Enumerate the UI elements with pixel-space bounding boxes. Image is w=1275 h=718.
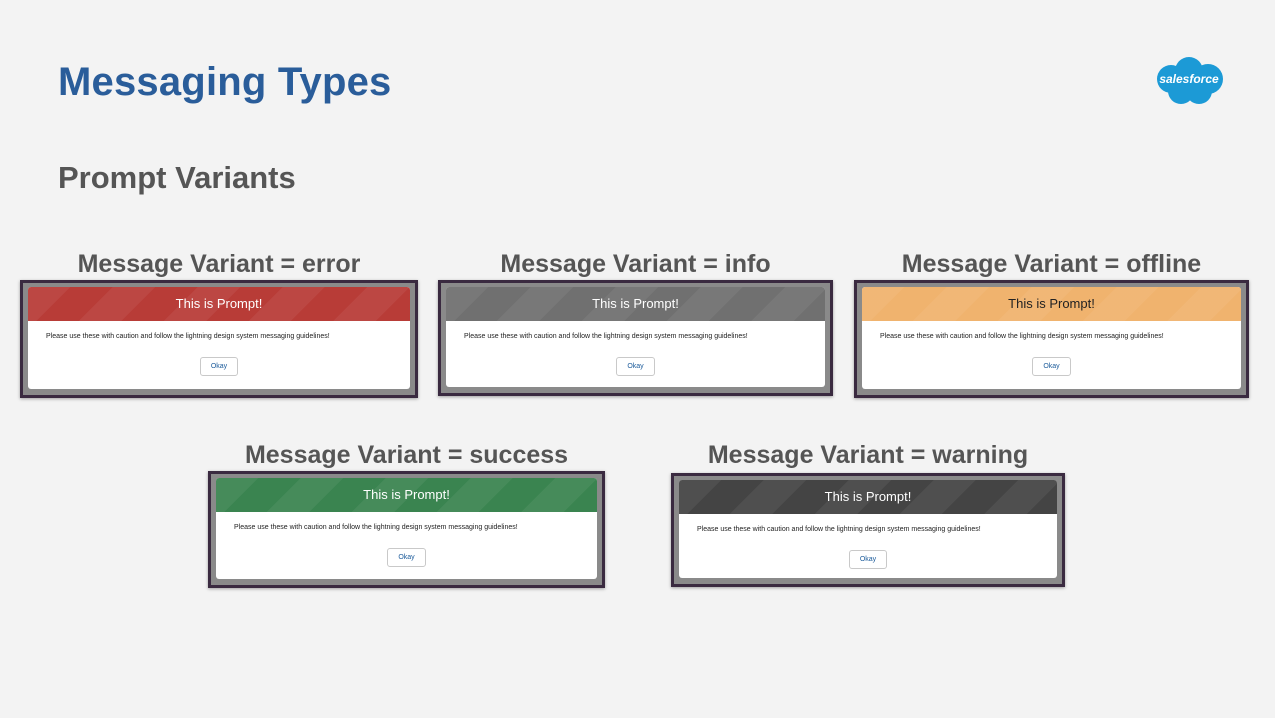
okay-button[interactable]: Okay	[1032, 357, 1071, 376]
variant-error: Message Variant = error This is Prompt! …	[20, 250, 418, 400]
variant-warning: Message Variant = warning This is Prompt…	[671, 441, 1065, 591]
variant-success: Message Variant = success This is Prompt…	[208, 441, 605, 591]
prompt-footer: Okay	[216, 546, 597, 567]
prompt-footer: Okay	[28, 355, 410, 376]
okay-button[interactable]: Okay	[199, 357, 239, 376]
prompt-frame: This is Prompt! Please use these with ca…	[20, 280, 418, 398]
prompt-body: Please use these with caution and follow…	[46, 333, 330, 340]
variant-title: Message Variant = success	[244, 441, 569, 469]
prompt-frame: This is Prompt! Please use these with ca…	[671, 473, 1065, 587]
prompt-footer: Okay	[862, 355, 1241, 376]
salesforce-logo: salesforce	[1153, 55, 1225, 107]
page-title: Messaging Types	[58, 60, 392, 104]
prompt-header: This is Prompt!	[679, 480, 1057, 514]
variant-info: Message Variant = info This is Prompt! P…	[438, 250, 833, 400]
variant-title: Message Variant = info	[500, 250, 771, 278]
prompt-body: Please use these with caution and follow…	[234, 524, 518, 531]
prompt-body: Please use these with caution and follow…	[880, 333, 1164, 340]
prompt-header: This is Prompt!	[446, 287, 825, 321]
variant-title: Message Variant = warning	[707, 441, 1029, 469]
prompt-footer: Okay	[446, 355, 825, 376]
prompt-frame: This is Prompt! Please use these with ca…	[208, 471, 605, 588]
variant-title: Message Variant = error	[77, 250, 361, 278]
logo-text: salesforce	[1159, 72, 1219, 86]
prompt-header: This is Prompt!	[862, 287, 1241, 321]
prompt-body: Please use these with caution and follow…	[697, 526, 981, 533]
okay-button[interactable]: Okay	[387, 548, 426, 567]
prompt-body: Please use these with caution and follow…	[464, 333, 748, 340]
prompt-header: This is Prompt!	[216, 478, 597, 512]
prompt-modal: This is Prompt! Please use these with ca…	[679, 480, 1057, 578]
prompt-header: This is Prompt!	[28, 287, 410, 321]
prompt-modal: This is Prompt! Please use these with ca…	[446, 287, 825, 387]
prompt-frame: This is Prompt! Please use these with ca…	[438, 280, 833, 396]
prompt-footer: Okay	[679, 548, 1057, 569]
prompt-frame: This is Prompt! Please use these with ca…	[854, 280, 1249, 398]
okay-button[interactable]: Okay	[616, 357, 655, 376]
okay-button[interactable]: Okay	[848, 550, 888, 569]
prompt-modal: This is Prompt! Please use these with ca…	[216, 478, 597, 579]
page-subtitle: Prompt Variants	[58, 160, 296, 195]
salesforce-cloud-icon	[1157, 57, 1223, 104]
variant-title: Message Variant = offline	[901, 250, 1202, 278]
variant-offline: Message Variant = offline This is Prompt…	[854, 250, 1249, 400]
prompt-modal: This is Prompt! Please use these with ca…	[862, 287, 1241, 389]
prompt-modal: This is Prompt! Please use these with ca…	[28, 287, 410, 389]
